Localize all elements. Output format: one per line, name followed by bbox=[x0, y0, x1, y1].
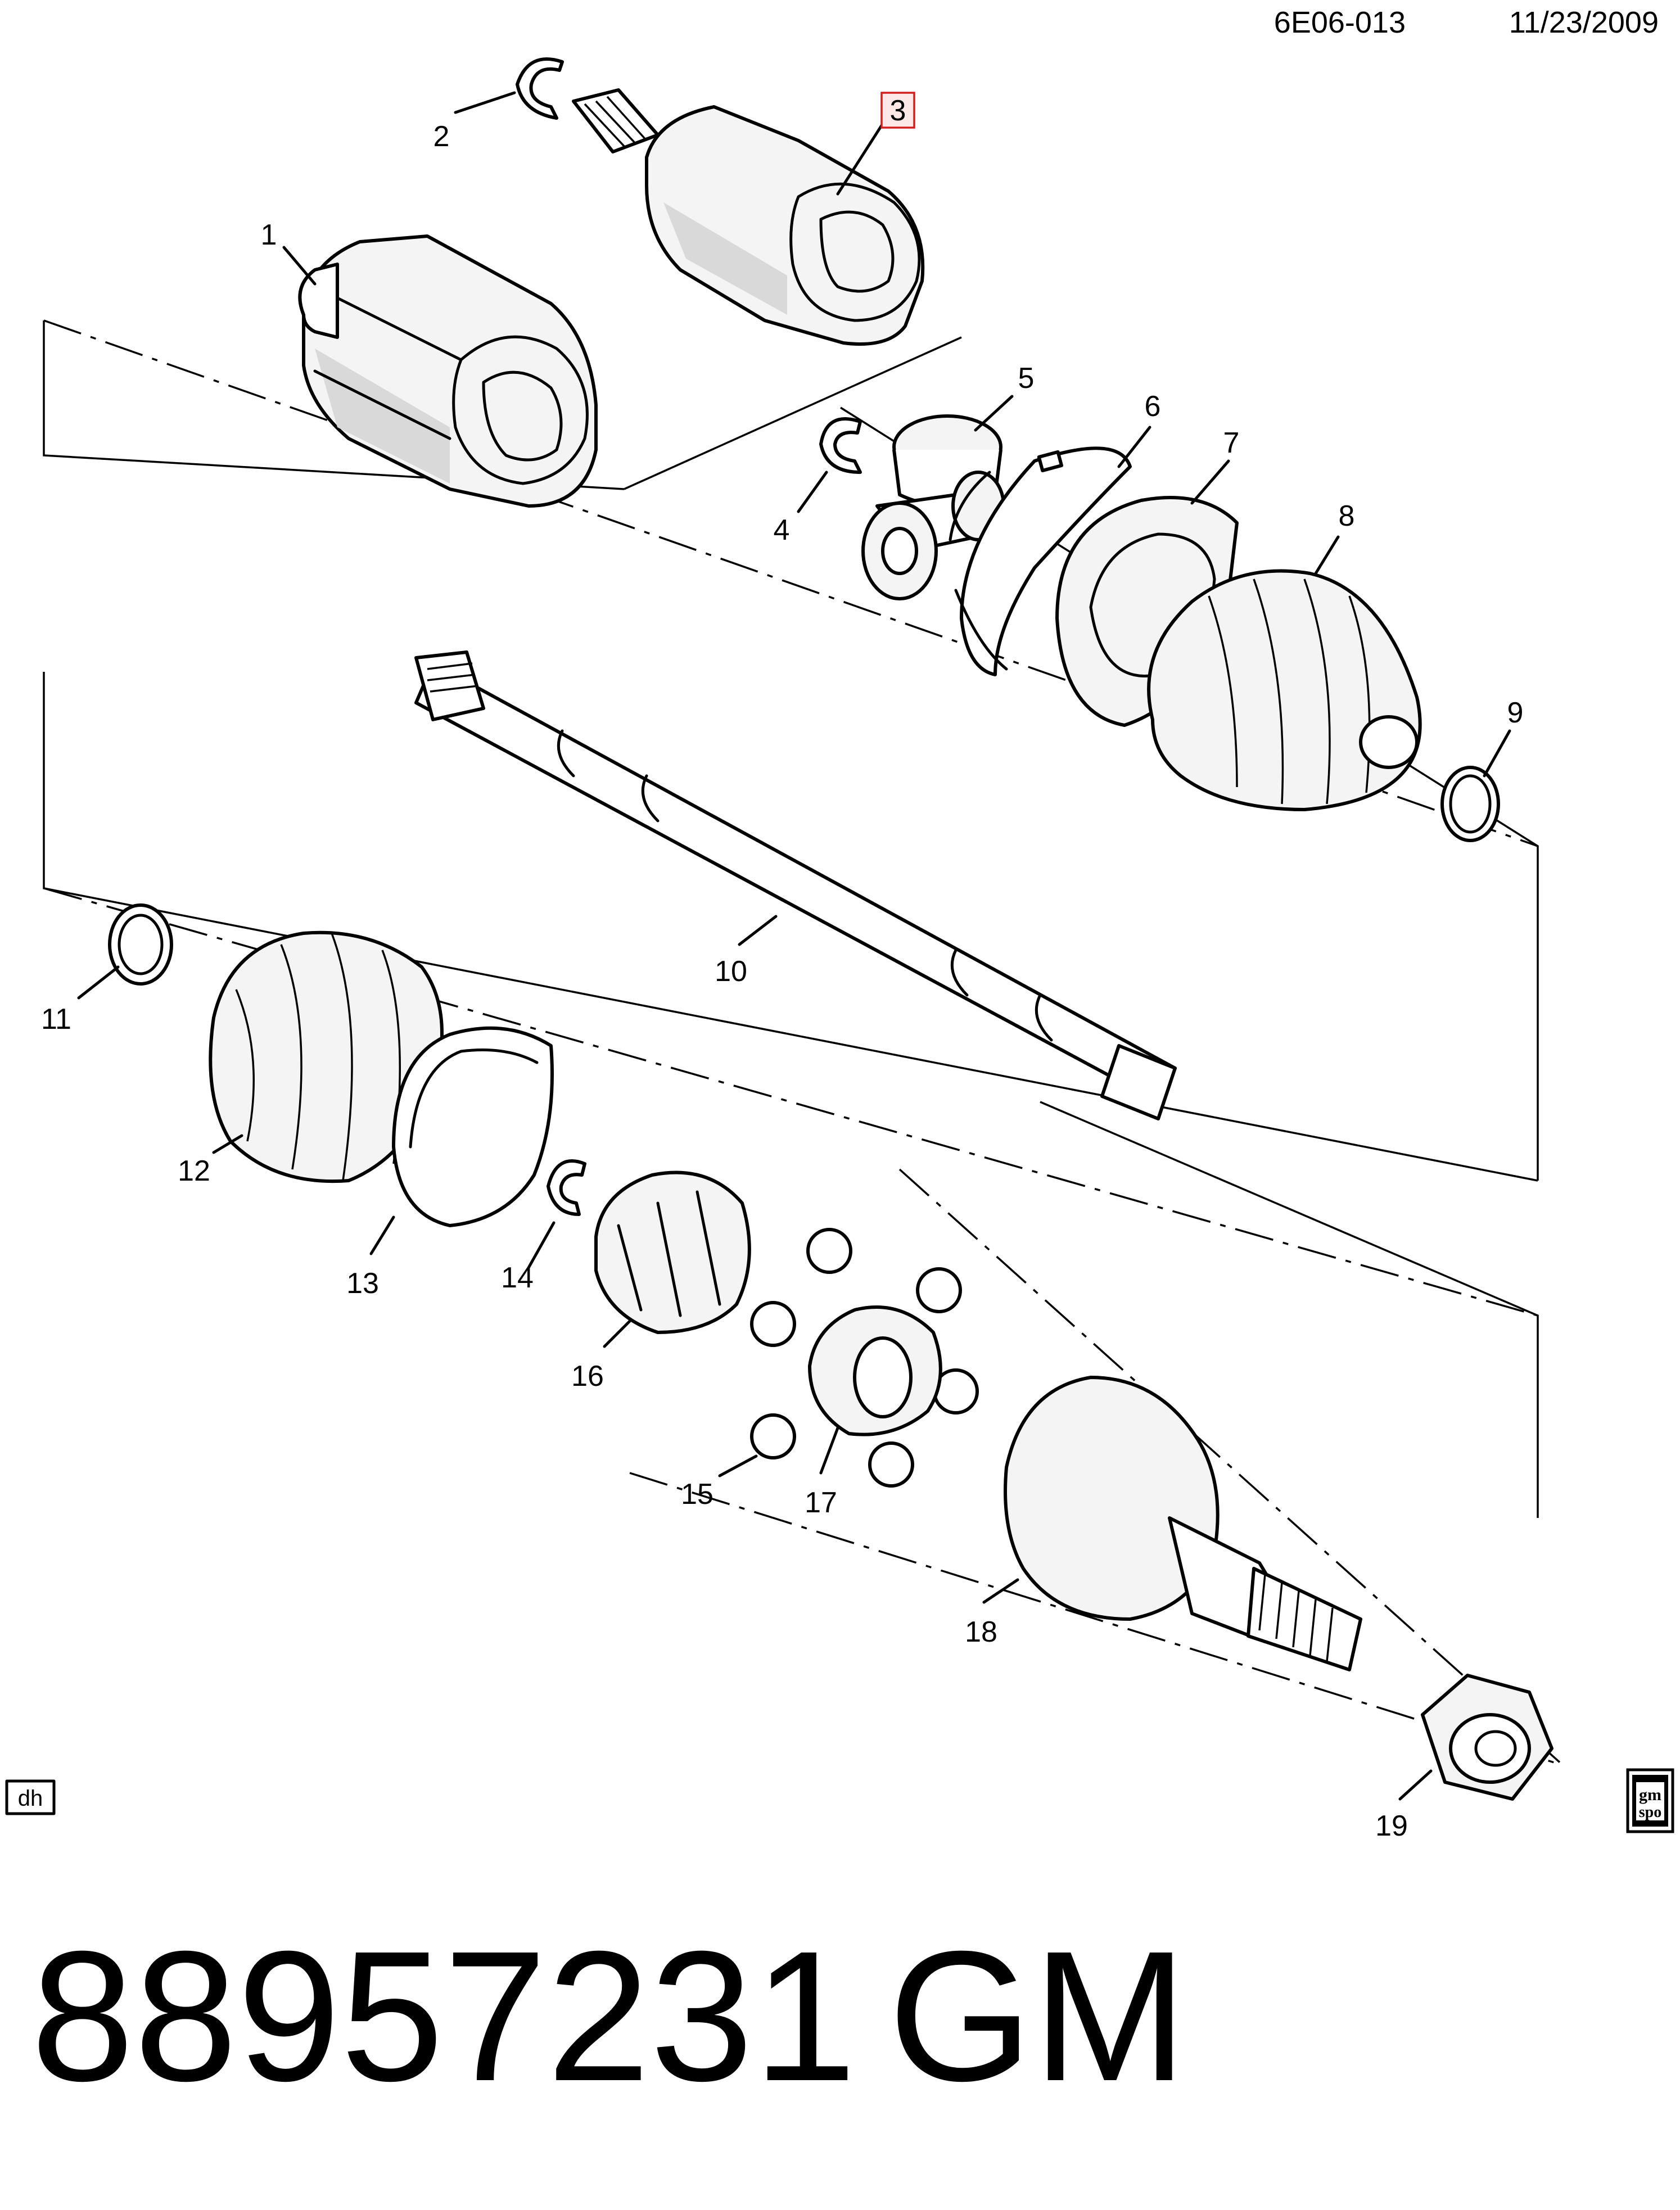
part-5-spider-assembly bbox=[861, 414, 1005, 600]
callout-6: 6 bbox=[1145, 390, 1161, 423]
callout-16: 16 bbox=[571, 1360, 604, 1393]
callout-11: 11 bbox=[41, 1003, 71, 1036]
callout-13: 13 bbox=[346, 1267, 379, 1300]
logo-text-gm: gm bbox=[1639, 1786, 1661, 1804]
callout-5: 5 bbox=[1018, 362, 1035, 395]
header-code: 6E06-013 bbox=[1274, 6, 1406, 39]
gm-spo-logo: gm spo bbox=[1626, 1768, 1674, 1833]
part-8-inner-boot bbox=[1147, 569, 1422, 811]
callout-19: 19 bbox=[1375, 1810, 1408, 1842]
callout-2: 2 bbox=[433, 120, 450, 153]
part-11-boot-clamp bbox=[108, 903, 173, 986]
part-number: 88957231 bbox=[31, 1912, 856, 2119]
part-17-inner-race bbox=[808, 1305, 942, 1436]
part-2-retaining-ring bbox=[516, 57, 564, 120]
brand-name: GM bbox=[888, 1912, 1187, 2119]
callout-14: 14 bbox=[501, 1262, 534, 1294]
part-19-hex-nut bbox=[1421, 1674, 1553, 1801]
part-18-outer-cv-joint bbox=[1004, 1376, 1362, 1671]
part-12-outer-boot bbox=[209, 930, 444, 1183]
part-9-boot-clamp bbox=[1440, 766, 1500, 842]
part-3-tripot-housing-spline bbox=[572, 88, 925, 346]
part-4-retaining-ring bbox=[819, 417, 862, 474]
callout-10: 10 bbox=[715, 955, 747, 988]
callout-12: 12 bbox=[178, 1155, 210, 1187]
part-16-bearing-cage bbox=[594, 1170, 751, 1334]
callout-9: 9 bbox=[1507, 697, 1524, 729]
callout-1: 1 bbox=[261, 219, 277, 251]
part-13-boot-clamp bbox=[392, 1026, 554, 1227]
logo-text-spo: spo bbox=[1639, 1804, 1661, 1821]
callout-18: 18 bbox=[965, 1616, 997, 1648]
corner-tag-left-text: dh bbox=[18, 1786, 43, 1811]
header-date: 11/23/2009 bbox=[1509, 6, 1659, 39]
callout-15: 15 bbox=[681, 1478, 713, 1511]
part-10-half-shaft bbox=[414, 650, 1177, 1120]
part-1-tripot-housing bbox=[298, 234, 598, 508]
callout-4: 4 bbox=[774, 514, 790, 546]
callout-8: 8 bbox=[1339, 500, 1355, 532]
corner-tag-left: dh bbox=[5, 1779, 56, 1815]
part-6-boot-clamp bbox=[949, 446, 1132, 676]
callout-17: 17 bbox=[805, 1486, 837, 1519]
callout-7: 7 bbox=[1223, 427, 1240, 459]
part-14-retaining-ring bbox=[547, 1159, 586, 1216]
callouts: 1 2 3 4 5 6 7 8 9 10 11 12 13 14 15 16 1… bbox=[41, 92, 1524, 1842]
leader-lines bbox=[77, 91, 1511, 1801]
callout-3-highlight bbox=[880, 92, 915, 129]
callout-3: 3 bbox=[890, 94, 906, 127]
part-15-balls bbox=[750, 1228, 979, 1488]
